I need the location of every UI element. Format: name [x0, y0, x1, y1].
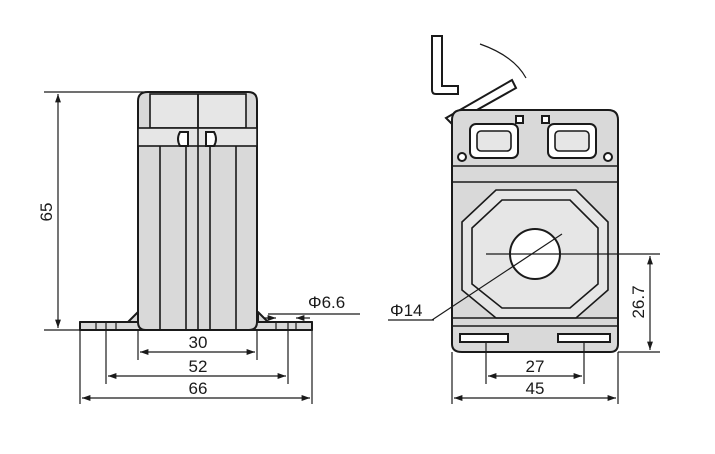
aperture-label: Φ14: [390, 301, 422, 320]
latch-clip-left: [177, 131, 189, 147]
dim-66-label: 66: [189, 379, 208, 398]
terminal-window-right-inner: [554, 130, 590, 152]
latch-arm: [431, 35, 459, 95]
indicator-square-right: [541, 115, 550, 124]
dim-45-label: 45: [526, 379, 545, 398]
dim-height-label: 65: [37, 203, 56, 222]
screw-left: [457, 152, 467, 162]
terminal-window-left-inner: [476, 130, 512, 152]
latch-swing-arc: [479, 43, 527, 79]
latch-clip-right: [205, 131, 217, 147]
indicator-square-left: [515, 115, 524, 124]
aperture-leader: [431, 233, 563, 321]
screw-right: [603, 152, 613, 162]
dim-26-7-label: 26.7: [629, 285, 648, 318]
mount-slot-left: [459, 333, 509, 343]
mount-hole-label: Φ6.6: [308, 293, 345, 312]
side-view: 65 30 52 66 Φ6.6: [37, 91, 360, 404]
dim-52-label: 52: [189, 357, 208, 376]
dim-27-label: 27: [526, 357, 545, 376]
dim-30-label: 30: [189, 333, 208, 352]
front-view: Φ14 26.7 27 45: [388, 35, 660, 404]
mount-slot-right: [557, 333, 611, 343]
